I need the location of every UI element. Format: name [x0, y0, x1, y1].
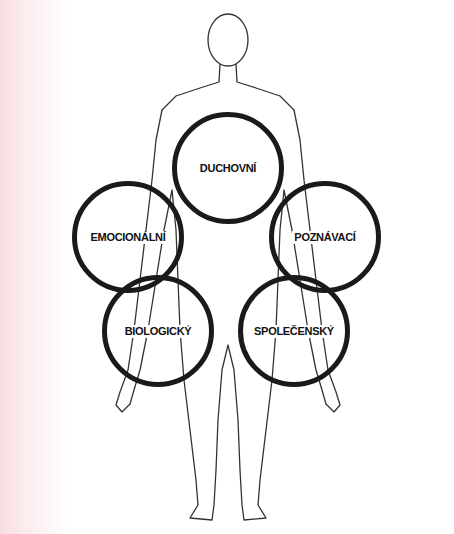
aspect-label: DUCHOVNÍ — [198, 162, 258, 175]
aspect-circle: DUCHOVNÍ — [172, 112, 284, 224]
aspect-circle: SPOLEČENSKÝ — [238, 275, 350, 387]
aspect-circle: BIOLOGICKÝ — [102, 275, 214, 387]
aspect-label: SPOLEČENSKÝ — [252, 325, 336, 338]
circle-outline — [105, 278, 212, 385]
circle-outline — [272, 184, 379, 291]
circle-outline — [175, 115, 282, 222]
aspect-label: POZNÁVACÍ — [292, 231, 357, 244]
circle-outline — [75, 184, 182, 291]
aspect-label: EMOCIONÁLNÍ — [89, 231, 168, 244]
circle-outline — [241, 278, 348, 385]
aspect-label: BIOLOGICKÝ — [123, 325, 194, 338]
